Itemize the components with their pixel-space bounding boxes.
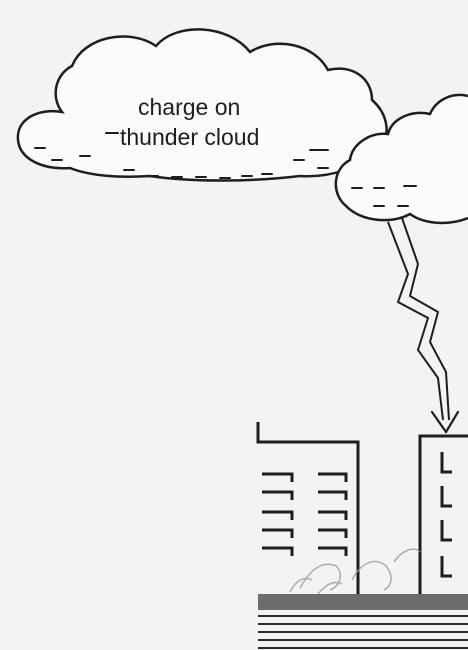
label-line-1: charge on xyxy=(120,92,300,122)
arrowhead xyxy=(432,412,458,432)
cloud-label: charge on thunder cloud xyxy=(120,92,300,152)
right-building xyxy=(420,436,468,596)
label-line-2: thunder cloud xyxy=(120,122,300,152)
rubble-marks xyxy=(290,549,420,594)
lightning-bolt xyxy=(388,218,449,420)
ground-slab xyxy=(258,594,468,610)
ground-lines xyxy=(258,616,468,648)
left-building xyxy=(258,422,358,596)
